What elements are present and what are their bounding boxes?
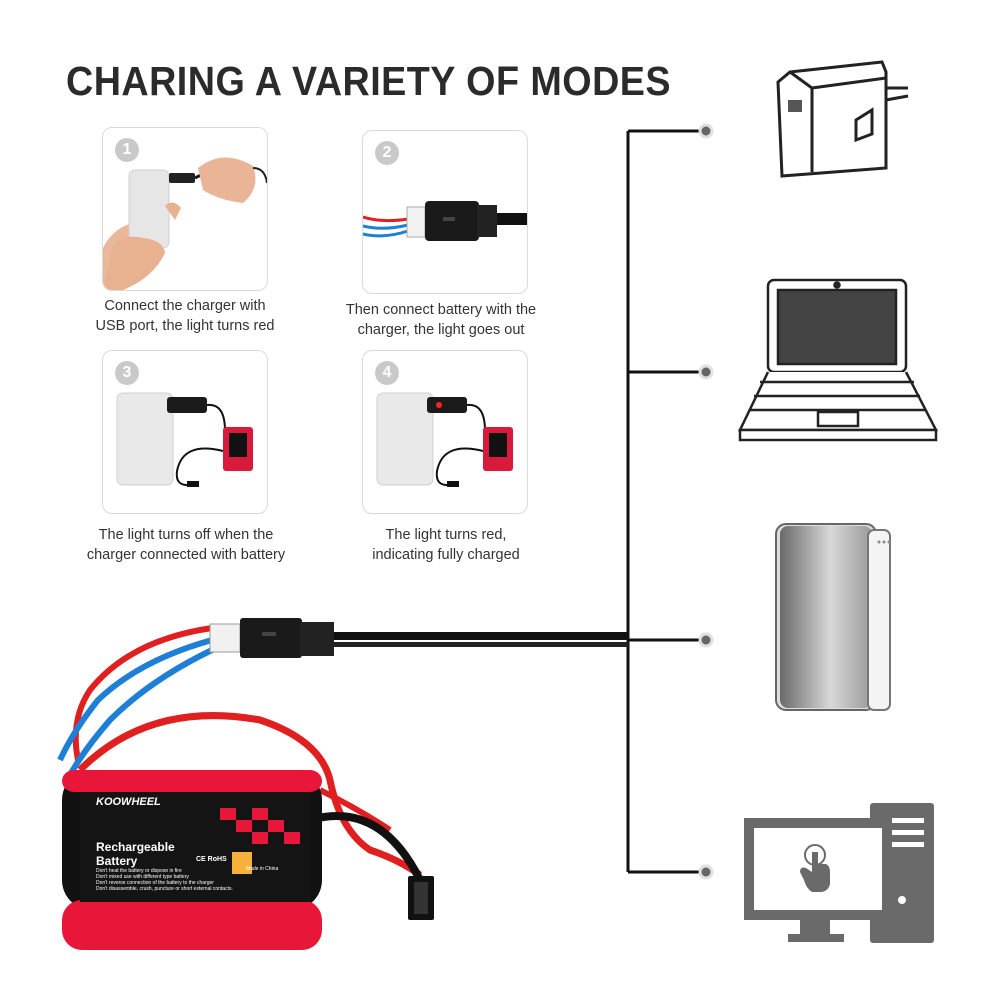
connector-dot [698,123,714,139]
battery-origin: Made in China [246,866,279,872]
wall-adapter-icon [776,60,909,178]
step-number-badge: 2 [375,141,399,165]
battery-label-line2: Battery [96,854,138,868]
connector-dot [698,864,714,880]
warning-line: Don't reverse connection of the battery … [96,880,214,886]
charger-plug-icon [363,201,527,241]
step-number-badge: 1 [115,138,139,162]
step-card-1: 1 [102,127,268,291]
connector-lines [626,129,704,874]
warning-line: Don't mixed use with different type batt… [96,874,189,880]
caption-line: charger connected with battery [86,547,286,563]
caption-line: indicating fully charged [372,547,520,563]
step-number-badge: 3 [115,361,139,385]
step-1-caption: Connect the charger with USB port, the l… [55,296,315,336]
battery-label-line1: Rechargeable [96,840,175,854]
step-card-4: 4 [362,350,528,514]
caption-line: The light turns red, [385,527,507,543]
step-number-badge: 4 [375,361,399,385]
step-card-2: 2 [362,130,528,294]
connector-dot [698,364,714,380]
connector-dot [698,632,714,648]
hand-holding-power-bank-icon [103,157,267,290]
power-bank-icon [775,523,891,711]
caption-line: Connect the charger with [104,298,266,314]
power-bank-with-battery-icon [116,392,253,487]
page-title: CHARING A VARIETY OF MODES [66,58,672,104]
step-4-caption: The light turns red, indicating fully ch… [316,525,576,565]
caption-line: Then connect battery with the [345,302,537,318]
power-bank-charging-light-icon [376,392,513,487]
step-3-caption: The light turns off when the charger con… [56,525,316,565]
desktop-computer-icon [744,803,934,943]
battery-pack [57,618,434,950]
charging-cable [330,632,628,647]
battery-brand-logo: KOOWHEEL [96,796,161,808]
laptop-icon [738,278,939,442]
battery-certifications: CE RoHS [196,856,227,863]
warning-line: Don't heat the battery or dispose in fir… [96,868,182,874]
step-2-caption: Then connect battery with the charger, t… [311,300,571,340]
caption-line: USB port, the light turns red [95,318,275,334]
warning-line: Don't disassemble, crush, puncture or sh… [96,886,233,892]
caption-line: charger, the light goes out [357,322,525,338]
battery-warnings: Don't heat the battery or dispose in fir… [96,868,233,892]
step-card-3: 3 [102,350,268,514]
caption-line: The light turns off when the [98,527,274,543]
